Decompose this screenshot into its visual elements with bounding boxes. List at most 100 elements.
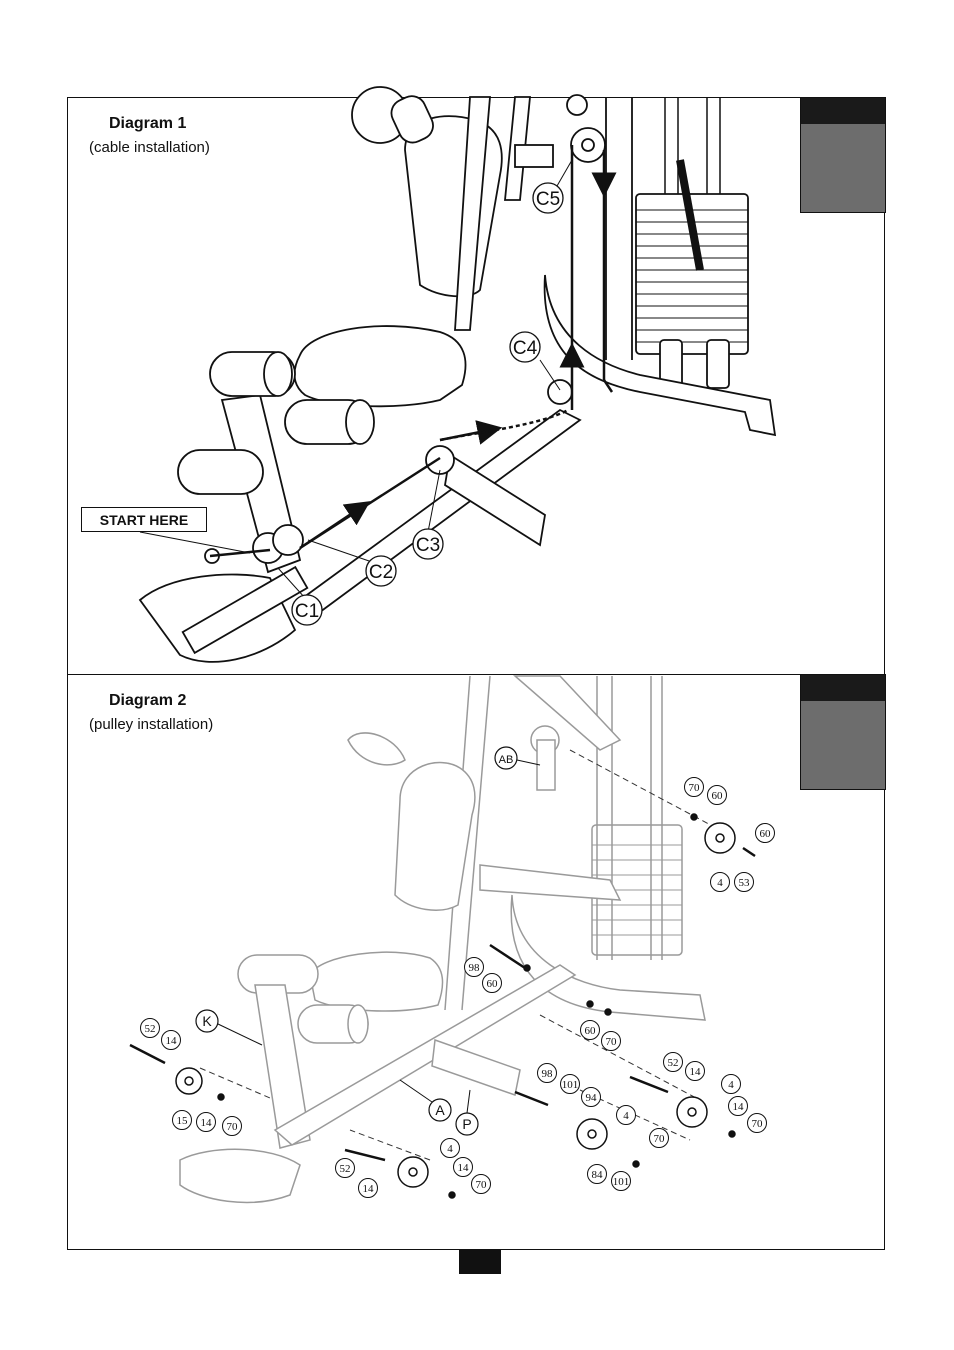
svg-text:A: A	[435, 1102, 445, 1118]
callout-c5: C5	[532, 182, 564, 214]
part-callout-70: 70	[222, 1116, 242, 1136]
part-callout-98: 98	[537, 1063, 557, 1083]
svg-text:C4: C4	[513, 338, 538, 359]
svg-text:4: 4	[623, 1110, 629, 1122]
callout-a: A	[428, 1098, 452, 1122]
callout-p: P	[455, 1112, 479, 1136]
cable-path	[209, 145, 617, 558]
svg-text:60: 60	[712, 790, 724, 802]
seat-faded	[309, 951, 444, 1012]
part-callout-60: 60	[580, 1020, 600, 1040]
svg-text:70: 70	[476, 1179, 488, 1191]
svg-text:14: 14	[690, 1066, 702, 1078]
svg-text:94: 94	[586, 1092, 598, 1104]
part-callout-14: 14	[453, 1157, 473, 1177]
svg-text:15: 15	[177, 1115, 189, 1127]
part-callout-4: 4	[616, 1105, 636, 1125]
callout-c3: C3	[412, 528, 444, 560]
part-callout-101: 101	[560, 1074, 580, 1094]
section-tab-bottom	[800, 674, 886, 790]
svg-text:14: 14	[733, 1101, 745, 1113]
part-callout-60: 60	[482, 973, 502, 993]
svg-text:14: 14	[363, 1183, 375, 1195]
page-number-box	[459, 1250, 501, 1274]
diagram2-subtitle: (pulley installation)	[89, 716, 214, 733]
svg-text:C1: C1	[295, 601, 319, 622]
part-callout-14: 14	[358, 1178, 378, 1198]
part-callout-53: 53	[734, 872, 754, 892]
selector-rod	[676, 159, 704, 271]
hardware	[129, 813, 756, 1199]
svg-text:14: 14	[458, 1162, 470, 1174]
svg-text:98: 98	[469, 962, 481, 974]
part-callout-14: 14	[196, 1112, 216, 1132]
svg-text:C3: C3	[416, 535, 440, 556]
back-pad-faded	[394, 761, 476, 911]
part-callout-84: 84	[587, 1164, 607, 1184]
part-callout-15: 15	[172, 1110, 192, 1130]
svg-text:70: 70	[606, 1036, 618, 1048]
diagram1-title: Diagram 1	[109, 115, 187, 132]
part-callout-14: 14	[728, 1096, 748, 1116]
part-callout-4: 4	[721, 1074, 741, 1094]
svg-text:C2: C2	[369, 562, 393, 583]
part-callout-14: 14	[161, 1030, 181, 1050]
part-number-callouts: 70 60 60 4 53 98 60 60 70 52 14 15 14 70 98 101 94 4 52 14 4…	[140, 777, 775, 1198]
callout-c2: C2	[365, 555, 397, 587]
seat	[293, 325, 467, 408]
svg-text:C5: C5	[536, 189, 560, 210]
svg-text:60: 60	[487, 978, 499, 990]
svg-text:4: 4	[717, 877, 723, 889]
part-callout-70: 70	[601, 1031, 621, 1051]
svg-text:60: 60	[760, 828, 772, 840]
callout-c4: C4	[509, 331, 541, 363]
svg-text:53: 53	[739, 877, 751, 889]
part-callout-4: 4	[440, 1138, 460, 1158]
svg-text:98: 98	[542, 1068, 554, 1080]
svg-text:52: 52	[145, 1023, 156, 1035]
back-pad	[404, 115, 503, 298]
svg-text:70: 70	[752, 1118, 764, 1130]
svg-text:101: 101	[613, 1176, 630, 1188]
diagram2-callouts: AB K A P	[195, 746, 518, 1136]
diagram2-machine	[179, 675, 706, 1204]
svg-text:14: 14	[201, 1117, 213, 1129]
svg-text:60: 60	[585, 1025, 597, 1037]
diagram1-callouts: C1 C2 C3 C4 C5	[291, 182, 564, 626]
diagram1-machine	[138, 86, 777, 663]
part-callout-101: 101	[611, 1171, 631, 1191]
diagram1-subtitle: (cable installation)	[89, 139, 210, 156]
svg-text:70: 70	[654, 1133, 666, 1145]
svg-text:101: 101	[562, 1079, 579, 1091]
svg-text:52: 52	[668, 1057, 679, 1069]
part-callout-70: 70	[649, 1128, 669, 1148]
part-callout-94: 94	[581, 1087, 601, 1107]
callout-c1: C1	[291, 594, 323, 626]
svg-text:K: K	[202, 1013, 212, 1029]
diagram2-title: Diagram 2	[109, 692, 187, 709]
svg-text:84: 84	[592, 1169, 604, 1181]
part-callout-70: 70	[471, 1174, 491, 1194]
part-callout-60: 60	[755, 823, 775, 843]
callout-k: K	[195, 1009, 219, 1033]
start-here-label: START HERE	[81, 507, 207, 532]
part-callout-60: 60	[707, 785, 727, 805]
svg-text:70: 70	[689, 782, 701, 794]
svg-text:52: 52	[340, 1163, 351, 1175]
part-callout-52: 52	[335, 1158, 355, 1178]
section-tab-top	[800, 97, 886, 213]
svg-text:AB: AB	[499, 754, 514, 766]
callout-ab: AB	[494, 746, 518, 770]
svg-text:4: 4	[728, 1079, 734, 1091]
part-callout-4: 4	[710, 872, 730, 892]
svg-text:14: 14	[166, 1035, 178, 1047]
part-callout-70: 70	[684, 777, 704, 797]
svg-text:70: 70	[227, 1121, 239, 1133]
part-callout-52: 52	[663, 1052, 683, 1072]
section-divider	[67, 674, 885, 675]
part-callout-70: 70	[747, 1113, 767, 1133]
svg-text:P: P	[462, 1116, 471, 1132]
svg-text:4: 4	[447, 1143, 453, 1155]
part-callout-52: 52	[140, 1018, 160, 1038]
